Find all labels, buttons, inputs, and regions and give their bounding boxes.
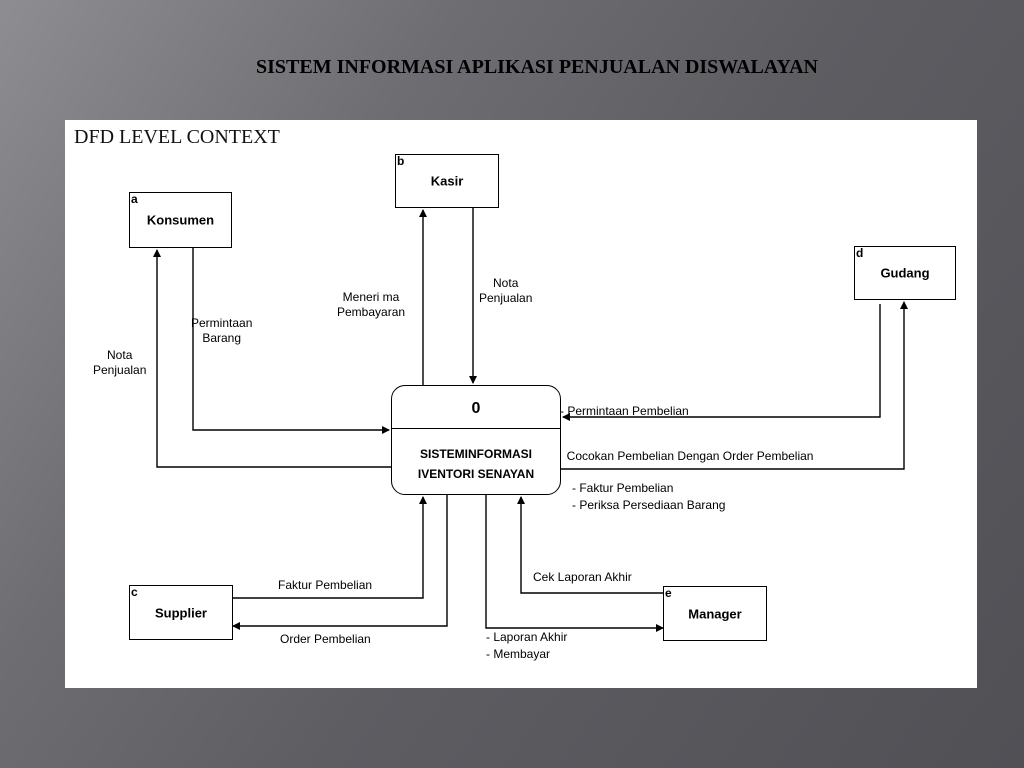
- dfd-diagram-panel: DFD LEVEL CONTEXT a Konsumen b Kasir d G…: [65, 120, 977, 688]
- entity-konsumen: a Konsumen: [129, 192, 232, 248]
- label-nota-penjualan-kasir: Nota Penjualan: [479, 276, 533, 305]
- label-gudang-out: - Faktur Pembelian - Periksa Persediaan …: [572, 481, 726, 512]
- label-laporan-akhir-membayar: - Laporan Akhir - Membayar: [486, 630, 568, 661]
- label-gudang-in: - Permintaan Pembelian Cocokan Pembelian…: [560, 404, 814, 463]
- entity-kasir: b Kasir: [395, 154, 499, 208]
- entity-name: Konsumen: [146, 212, 215, 228]
- flow-laporan-akhir-membayar: [485, 495, 664, 632]
- entity-name: Gudang: [880, 265, 930, 281]
- entity-name: Kasir: [430, 173, 464, 189]
- diagram-title: DFD LEVEL CONTEXT: [74, 126, 280, 148]
- entity-gudang: d Gudang: [854, 246, 956, 300]
- entity-code: a: [131, 192, 138, 206]
- entity-code: c: [131, 585, 138, 599]
- flow-process-to-gudang: [561, 301, 908, 470]
- label-faktur-pembelian: Faktur Pembelian: [278, 578, 373, 592]
- flow-order-pembelian: [232, 495, 448, 630]
- label-menerima-pembayaran: Meneri ma Pembayaran: [337, 290, 406, 319]
- label-cek-laporan-akhir: Cek Laporan Akhir: [533, 570, 632, 584]
- flow-nota-penjualan-konsumen: [153, 249, 391, 468]
- flow-permintaan-barang: [192, 248, 390, 434]
- entity-code: e: [665, 586, 672, 600]
- entity-supplier: c Supplier: [129, 585, 233, 640]
- entity-manager: e Manager: [663, 586, 767, 641]
- flow-faktur-pembelian: [233, 496, 427, 599]
- flow-arrows: [153, 208, 908, 632]
- entity-code: b: [397, 154, 405, 168]
- process-divider: [392, 428, 560, 429]
- flow-gudang-to-process: [562, 304, 881, 421]
- label-nota-penjualan-konsumen: Nota Penjualan: [93, 348, 147, 377]
- entity-code: d: [856, 246, 864, 260]
- process-name-line-1: SISTEMINFORMASI: [419, 447, 532, 461]
- flow-cek-laporan-akhir: [517, 496, 665, 594]
- label-order-pembelian: Order Pembelian: [280, 632, 371, 646]
- process-name-line-2: IVENTORI SENAYAN: [417, 467, 535, 481]
- entity-name: Manager: [688, 606, 742, 621]
- entity-name: Supplier: [154, 605, 207, 620]
- process-id: 0: [471, 400, 481, 417]
- slide-title: SISTEM INFORMASI APLIKASI PENJUALAN DISW…: [256, 56, 818, 78]
- label-permintaan-barang: Permintaan Barang: [191, 316, 253, 345]
- process-0: 0 SISTEMINFORMASI IVENTORI SENAYAN: [391, 385, 561, 495]
- process-name: SISTEMINFORMASI IVENTORI SENAYAN: [392, 444, 560, 484]
